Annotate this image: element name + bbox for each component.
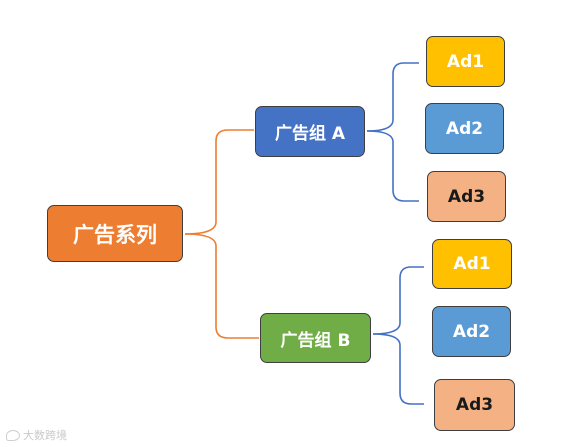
root-bracket-lower <box>184 233 259 339</box>
group-a-ad3-node: Ad3 <box>427 171 506 222</box>
group-b-ad1-node: Ad1 <box>432 239 512 289</box>
weibo-logo-icon <box>6 429 20 441</box>
group-b-ad2-node: Ad2 <box>432 306 511 357</box>
group-a-bracket-top <box>366 62 419 132</box>
group-b-bracket-bottom <box>372 333 424 405</box>
root-bracket <box>184 129 254 235</box>
campaign-label: 广告系列 <box>73 222 157 247</box>
group-b-ad3-label: Ad3 <box>455 395 494 415</box>
group-a-ad3-label: Ad3 <box>447 186 486 207</box>
group-b-ad1-label: Ad1 <box>453 254 491 274</box>
group-a-ad1-node: Ad1 <box>426 36 505 87</box>
group-b-bracket-top <box>372 266 424 335</box>
watermark: 大数跨境 <box>6 427 67 443</box>
ad-group-a-node: 广告组 A <box>255 106 365 157</box>
ad-group-a-label: 广告组 A <box>274 124 346 144</box>
group-a-ad2-label: Ad2 <box>445 118 484 139</box>
campaign-node: 广告系列 <box>47 205 183 262</box>
ad-group-b-label: 广告组 B <box>280 330 351 351</box>
group-a-ad2-node: Ad2 <box>425 103 504 154</box>
group-a-ad1-label: Ad1 <box>446 51 485 72</box>
group-b-ad2-label: Ad2 <box>452 321 491 342</box>
watermark-text: 大数跨境 <box>23 429 67 442</box>
ad-group-b-node: 广告组 B <box>260 313 371 363</box>
group-b-ad3-node: Ad3 <box>434 379 515 431</box>
group-a-bracket-bottom <box>366 130 419 202</box>
